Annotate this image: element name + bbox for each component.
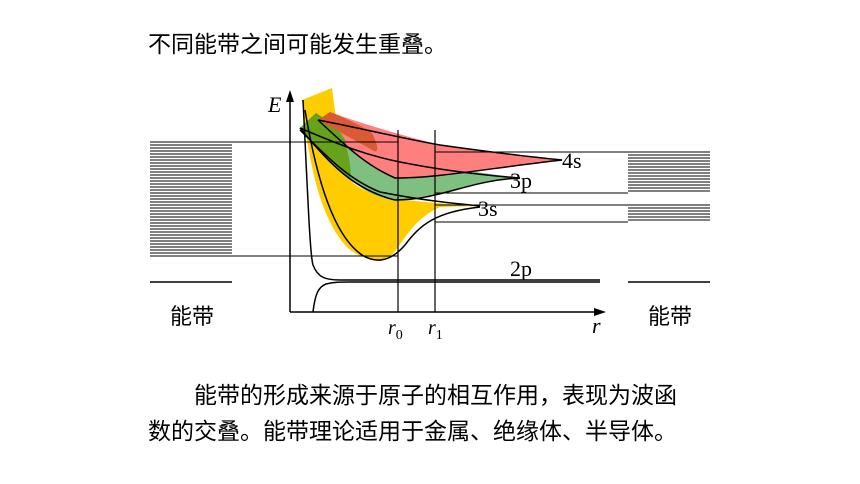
- right-energy-band-stack-lower: [628, 204, 710, 221]
- curve-3s-lower: [304, 109, 481, 261]
- left-energy-band-stack: [150, 141, 232, 257]
- explanation-paragraph: 能带的形成来源于原子的相互作用，表现为波函 数的交叠。能带理论适用于金属、绝缘体…: [148, 378, 748, 450]
- r-axis-arrow-icon: [594, 308, 606, 316]
- e-axis-arrow-icon: [286, 90, 294, 102]
- axis-e-label: E: [267, 92, 282, 117]
- r1-label: r1: [428, 317, 443, 343]
- band-overlap-green-region: [300, 113, 351, 180]
- left-band-label: 能带: [170, 305, 214, 330]
- curve-4s-upper: [317, 119, 563, 161]
- paragraph-line-1: 能带的形成来源于原子的相互作用，表现为波函: [194, 383, 677, 409]
- curve-3s-upper: [299, 129, 481, 207]
- axis-r-label: r: [592, 313, 601, 338]
- page-heading: 不同能带之间可能发生重叠。: [148, 32, 447, 58]
- r0-label: r0: [388, 317, 403, 343]
- curve-3p-lower: [299, 127, 521, 201]
- level-3p-label: 3p: [510, 168, 532, 193]
- band-overlap-red-region: [318, 112, 378, 152]
- level-2p-label: 2p: [510, 256, 532, 281]
- curve-4s-lower: [317, 119, 563, 179]
- band-3s-region: [302, 88, 480, 260]
- right-energy-band-stack-upper: [628, 151, 710, 192]
- level-4s-label: 4s: [562, 148, 582, 173]
- paragraph-line-2: 数的交叠。能带理论适用于金属、绝缘体、半导体。: [148, 419, 677, 445]
- level-3s-label: 3s: [478, 196, 498, 221]
- curve-2p-upper: [302, 99, 600, 281]
- right-band-label: 能带: [648, 305, 692, 330]
- curve-2p-lower: [312, 281, 600, 313]
